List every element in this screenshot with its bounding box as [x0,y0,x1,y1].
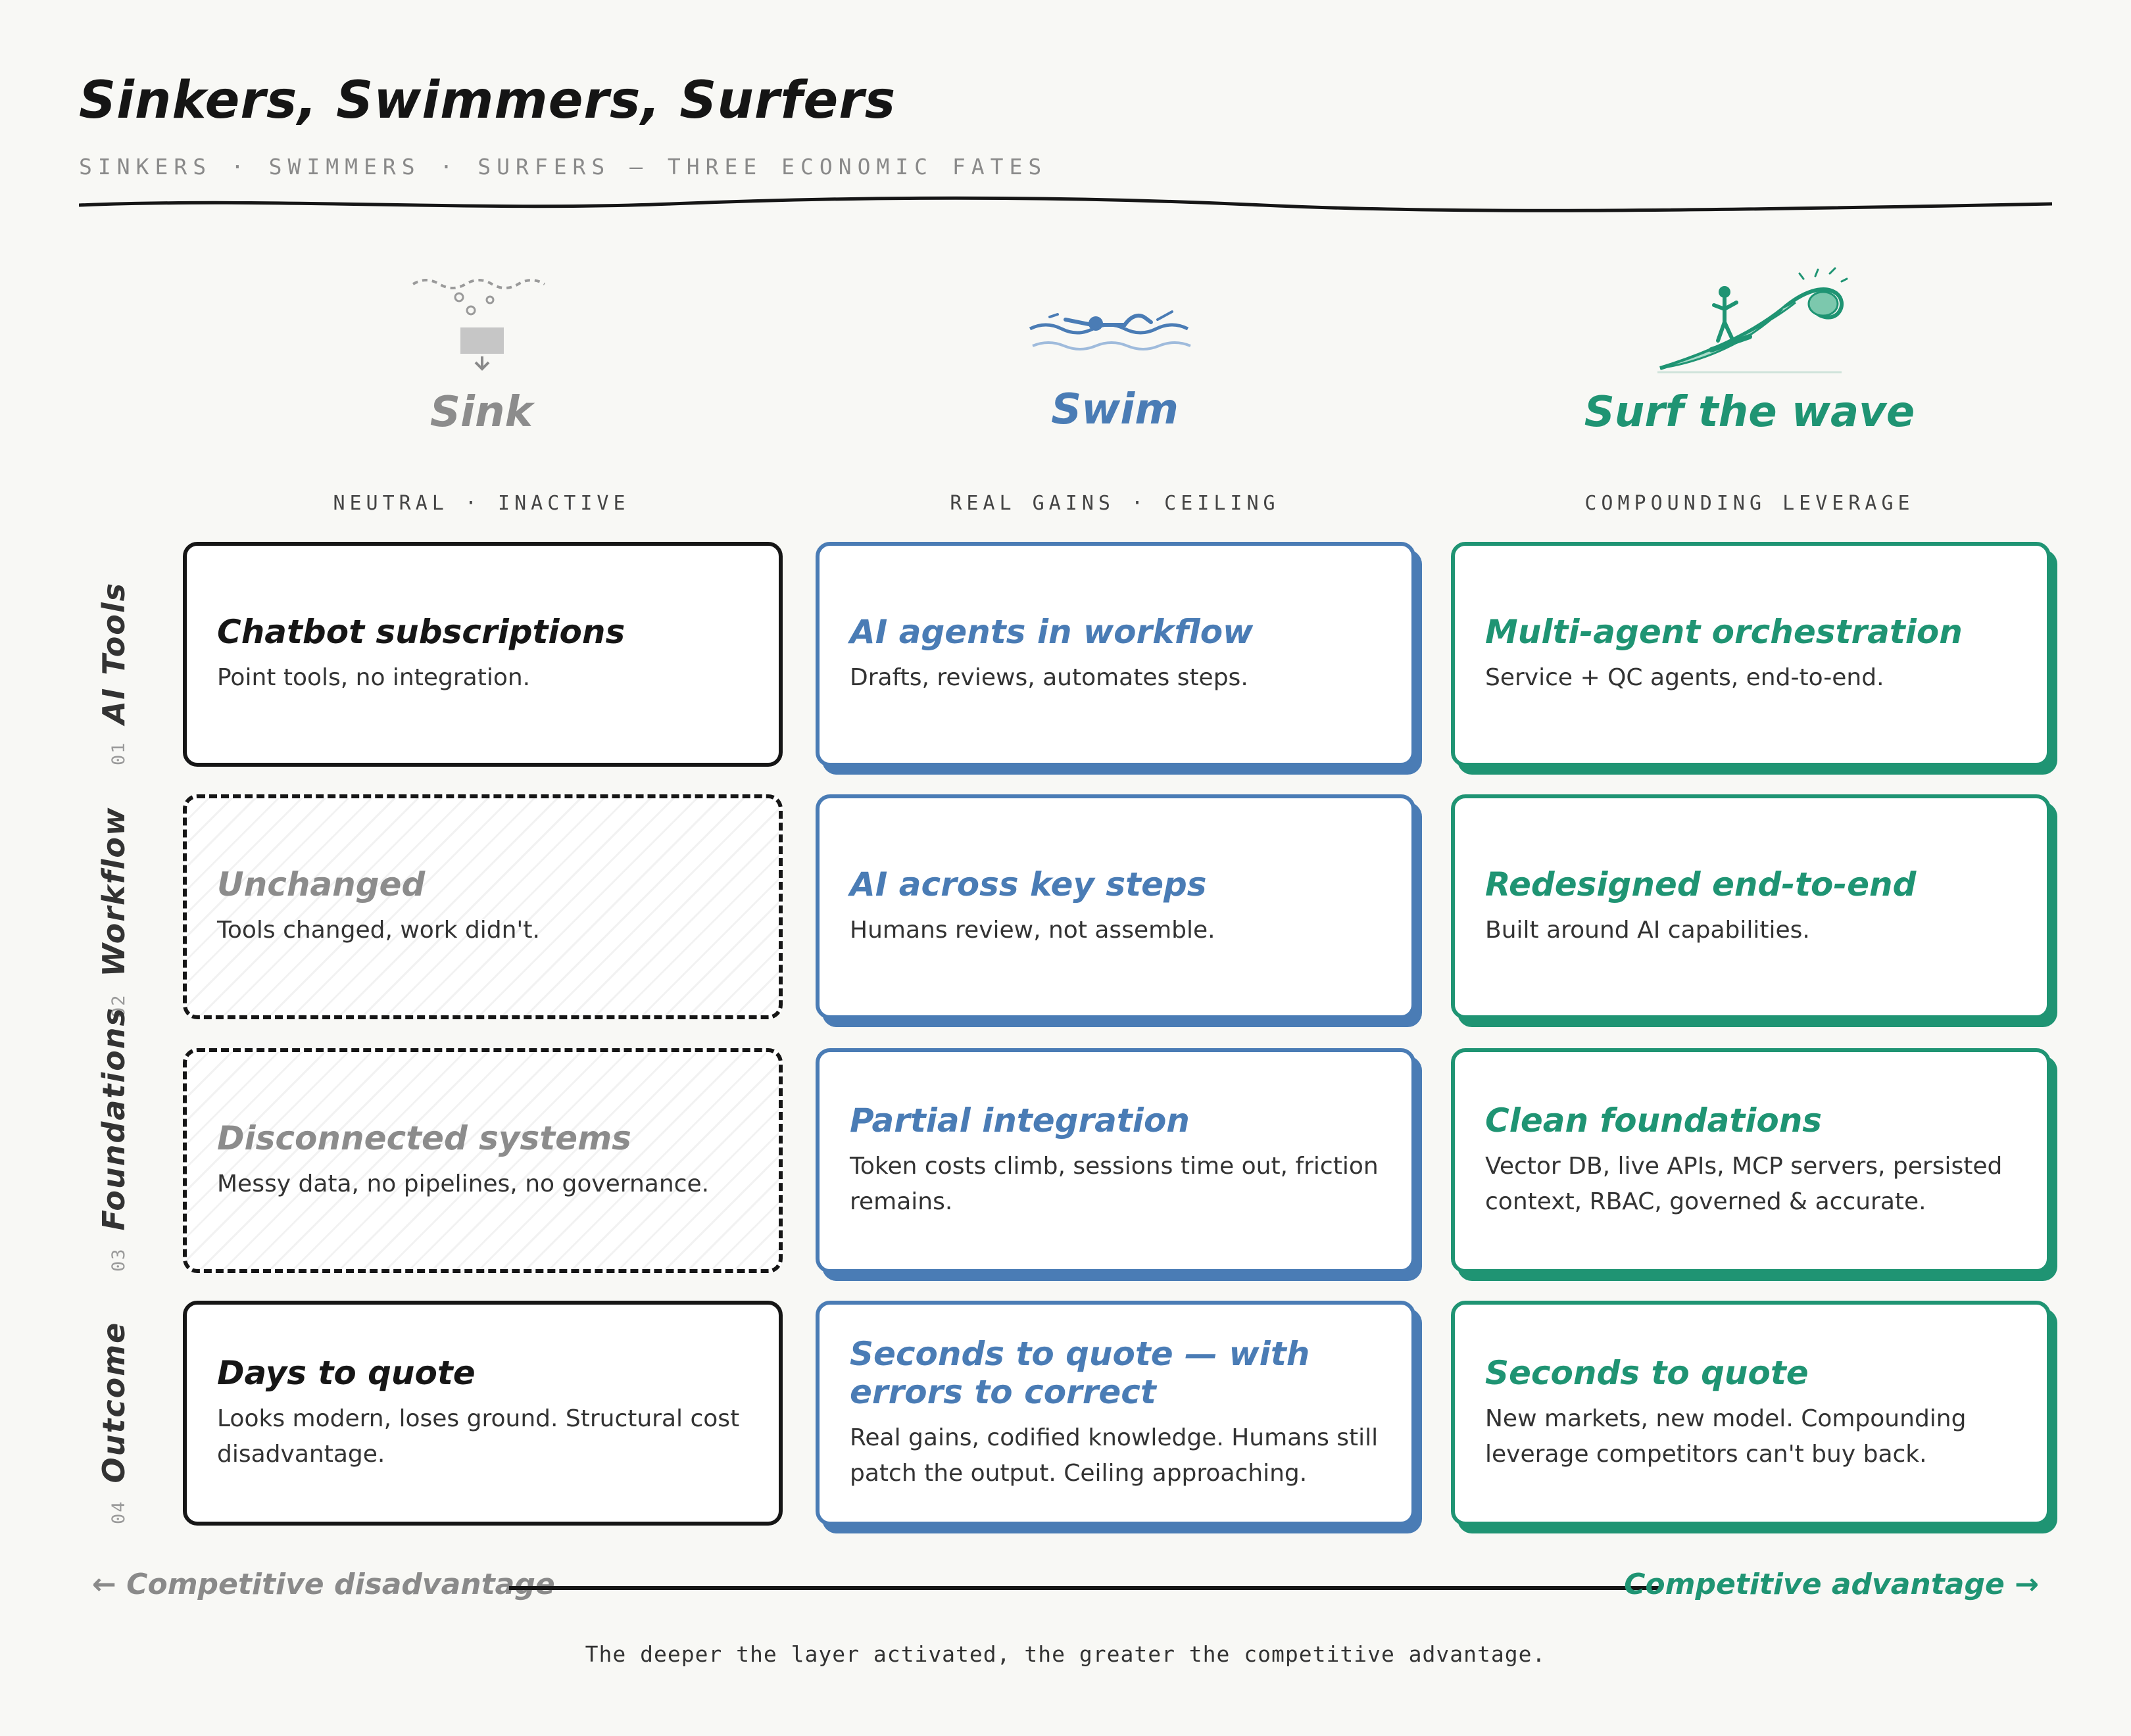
row-label-foundations: 03 Foundations [92,1007,132,1272]
cell-outcome-sink: Days to quote Looks modern, loses ground… [183,1301,783,1526]
swimmer-icon [1029,310,1191,350]
cell-ai-tools-surf: Multi-agent orchestration Service + QC a… [1451,542,2051,767]
row-name: AI Tools [96,581,132,725]
cell-heading: Seconds to quote [1485,1354,1809,1392]
cell-heading: Multi-agent orchestration [1485,613,1963,651]
page-title: Sinkers, Swimmers, Surfers [79,71,896,130]
column-title-sink: Sink [429,388,533,437]
cell-heading: Partial integration [850,1101,1190,1140]
column-tag-sink: NEUTRAL · INACTIVE [333,492,630,515]
cell-description: Humans review, not assemble. [850,917,1215,944]
cell-workflow-swim: AI across key steps Humans review, not a… [816,794,1415,1019]
cell-heading: Unchanged [217,865,426,904]
cell-heading: Chatbot subscriptions [217,613,625,651]
cell-heading: Disconnected systems [217,1119,631,1157]
axis-label-advantage: Competitive advantage → [1624,1568,2039,1601]
cell-description: Real gains, codified knowledge. Humans s… [850,1424,1379,1487]
row-name: Outcome [96,1321,132,1483]
cell-heading: AI agents in workflow [850,613,1254,651]
column-title-surf: Surf the wave [1584,388,1915,437]
cell-ai-tools-swim: AI agents in workflow Drafts, reviews, a… [816,542,1415,767]
cell-heading: Seconds to quote — with errors to correc… [850,1335,1310,1411]
row-number: 03 [109,1247,129,1272]
cell-description: Service + QC agents, end-to-end. [1485,664,1884,691]
cell-heading: Redesigned end-to-end [1485,865,1917,904]
cell-outcome-swim: Seconds to quote — with errors to correc… [816,1301,1415,1526]
page-subtitle: SINKERS · SWIMMERS · SURFERS — THREE ECO… [79,154,1048,180]
cell-ai-tools-sink: Chatbot subscriptions Point tools, no in… [183,542,783,767]
axis-label-disadvantage: ← Competitive disadvantage [92,1568,555,1601]
cell-description: Drafts, reviews, automates steps. [850,664,1248,691]
cell-description: New markets, new model. Compounding leve… [1485,1405,1967,1468]
cell-description: Point tools, no integration. [217,664,531,691]
row-number: 04 [109,1500,129,1524]
cell-heading: Clean foundations [1485,1101,1823,1140]
cell-workflow-sink: Unchanged Tools changed, work didn't. [183,794,783,1019]
footnote: The deeper the layer activated, the grea… [585,1641,1546,1667]
row-label-ai-tools: 01 AI Tools [92,542,132,765]
cell-workflow-surf: Redesigned end-to-end Built around AI ca… [1451,794,2051,1019]
cell-description: Tools changed, work didn't. [217,917,540,944]
header-divider [79,196,2053,212]
axis-line [509,1586,1660,1590]
cell-foundations-sink: Disconnected systems Messy data, no pipe… [183,1048,783,1273]
row-name: Foundations [96,1007,132,1231]
cell-description: Looks modern, loses ground. Structural c… [217,1405,740,1468]
column-tag-swim: REAL GAINS · CEILING [950,492,1280,515]
cell-heading: AI across key steps [850,865,1207,904]
cell-description: Built around AI capabilities. [1485,917,1810,944]
row-label-outcome: 04 Outcome [92,1301,132,1524]
column-title-swim: Swim [1051,385,1179,434]
cell-foundations-surf: Clean foundations Vector DB, live APIs, … [1451,1048,2051,1273]
cell-description: Messy data, no pipelines, no governance. [217,1170,710,1197]
sinking-box-icon [412,279,546,371]
cell-description: Token costs climb, sessions time out, fr… [850,1153,1379,1215]
row-name: Workflow [96,806,132,977]
column-tag-surf: COMPOUNDING LEVERAGE [1584,492,1915,515]
row-label-workflow: 02 Workflow [92,794,132,1019]
cell-description: Vector DB, live APIs, MCP servers, persi… [1485,1153,2003,1215]
surfer-wave-icon [1657,267,1848,374]
cell-foundations-swim: Partial integration Token costs climb, s… [816,1048,1415,1273]
row-number: 01 [109,741,129,765]
cell-outcome-surf: Seconds to quote New markets, new model.… [1451,1301,2051,1526]
cell-heading: Days to quote [217,1354,476,1392]
